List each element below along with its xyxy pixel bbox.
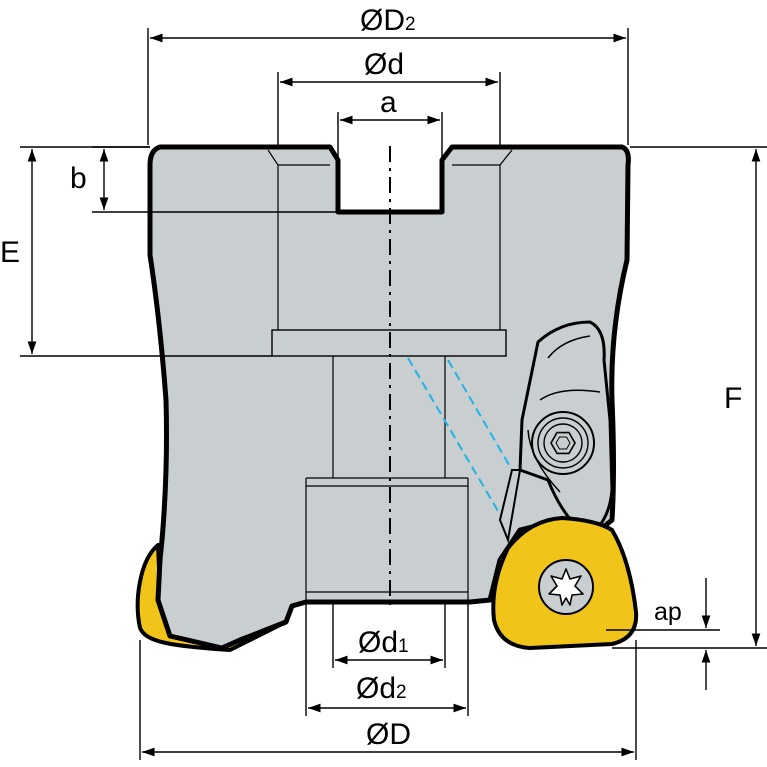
label-cut-depth: ap bbox=[654, 598, 682, 626]
coolant-channels bbox=[407, 357, 513, 529]
label-counterbore-depth: E bbox=[0, 236, 20, 269]
label-inner-diameter-2: Ød2 bbox=[356, 672, 407, 705]
bore-internal-lines bbox=[267, 149, 513, 602]
torx-screw-icon bbox=[538, 559, 594, 615]
label-keyway-width: a bbox=[380, 86, 397, 119]
hex-socket-screw-icon bbox=[531, 411, 595, 475]
label-total-height: F bbox=[724, 382, 742, 415]
dimension-lines bbox=[20, 28, 767, 760]
label-inner-diameter-1: Ød1 bbox=[358, 626, 409, 659]
label-bore-diameter: Ød bbox=[364, 48, 404, 81]
label-cutting-diameter: ØD bbox=[366, 718, 411, 751]
label-outer-diameter-top: ØD2 bbox=[360, 4, 416, 37]
label-keyway-depth: b bbox=[70, 162, 87, 195]
